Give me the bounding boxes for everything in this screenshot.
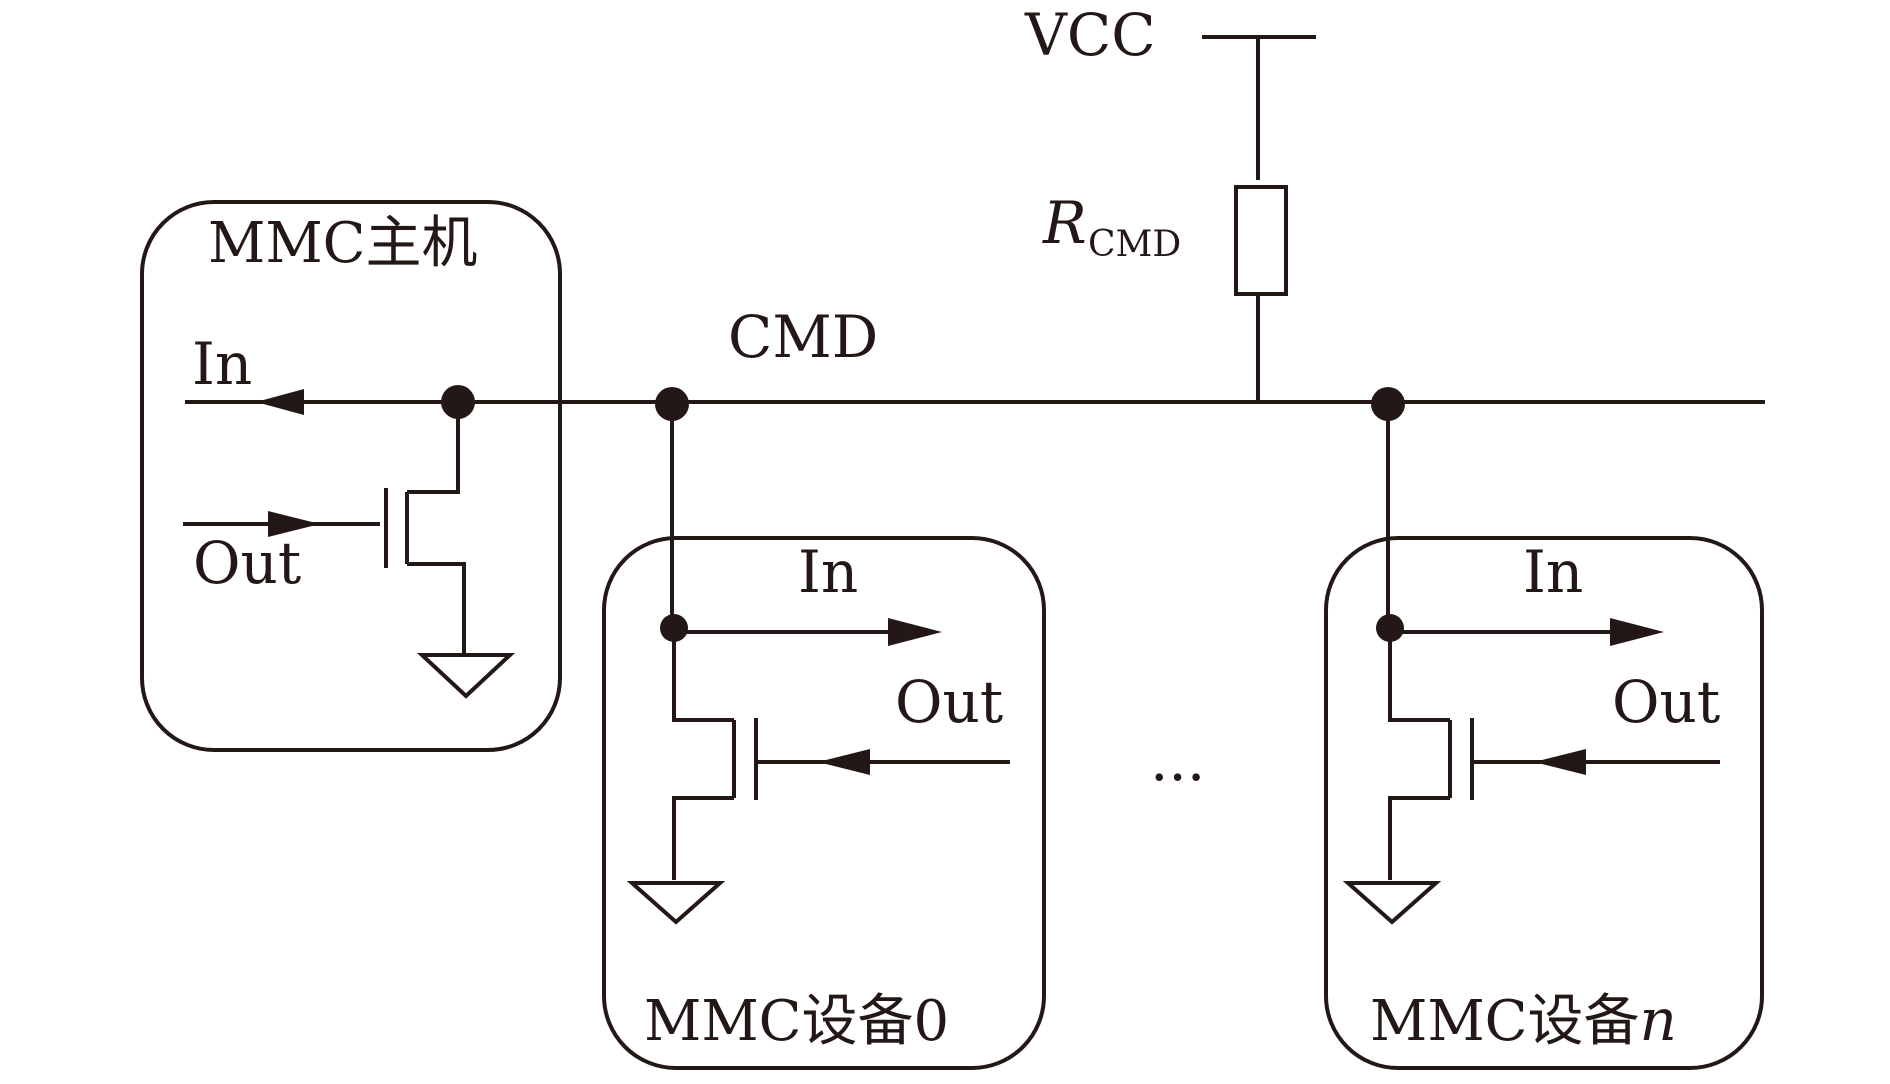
device0-drain-wire <box>672 628 734 722</box>
host-out-arrowhead <box>268 511 320 537</box>
deviceN-transistor <box>1388 628 1474 880</box>
deviceN-ground-icon <box>1342 881 1442 925</box>
resistor-subscript: CMD <box>1088 224 1181 265</box>
host-in-arrowhead <box>256 389 304 415</box>
mmc-device0-block: In Out MMC设备0 <box>602 404 1046 1070</box>
deviceN-title-prefix: MMC设备 <box>1370 989 1640 1054</box>
device0-title: MMC设备0 <box>644 989 949 1054</box>
cmd-bus-label: CMD <box>728 303 878 371</box>
deviceN-title: MMC设备n <box>1370 986 1677 1054</box>
pull-up-resistor: R CMD <box>1042 185 1288 402</box>
device0-out-arrowhead <box>818 749 870 775</box>
device0-source-wire <box>672 796 734 880</box>
deviceN-out-label: Out <box>1612 668 1720 736</box>
host-box <box>140 200 562 752</box>
resistor-symbol: R <box>1042 189 1087 257</box>
host-drain-wire <box>407 402 460 494</box>
device0-in-arrowhead <box>888 618 942 646</box>
deviceN-out-arrowhead <box>1534 749 1586 775</box>
host-source-wire <box>407 562 466 655</box>
ellipsis: ... <box>1150 726 1205 794</box>
mmc-host-block: MMC主机 In Out <box>140 200 562 752</box>
host-title: MMC主机 <box>208 211 478 276</box>
mmc-deviceN-block: In Out MMC设备n <box>1324 404 1764 1070</box>
vcc-label: VCC <box>1024 1 1156 69</box>
device0-title-suffix: 0 <box>914 989 950 1054</box>
device0-transistor <box>672 628 758 880</box>
device0-title-prefix: MMC设备 <box>644 989 914 1054</box>
device0-out-label: Out <box>895 668 1003 736</box>
cmd-bus: CMD <box>185 303 1765 421</box>
host-ground-icon <box>416 653 516 699</box>
deviceN-drain-wire <box>1388 628 1450 722</box>
device0-box <box>602 536 1046 1070</box>
vcc-supply: VCC <box>1024 1 1316 180</box>
deviceN-in-arrowhead <box>1610 618 1664 646</box>
device0-ground-icon <box>626 881 726 925</box>
deviceN-source-wire <box>1388 796 1450 880</box>
deviceN-in-label: In <box>1523 538 1583 606</box>
resistor-body <box>1234 185 1288 296</box>
deviceN-title-suffix: n <box>1640 986 1677 1054</box>
host-out-label: Out <box>193 529 301 597</box>
host-transistor <box>384 402 466 655</box>
device0-in-label: In <box>798 538 858 606</box>
host-in-label: In <box>192 330 252 398</box>
deviceN-box <box>1324 536 1764 1070</box>
